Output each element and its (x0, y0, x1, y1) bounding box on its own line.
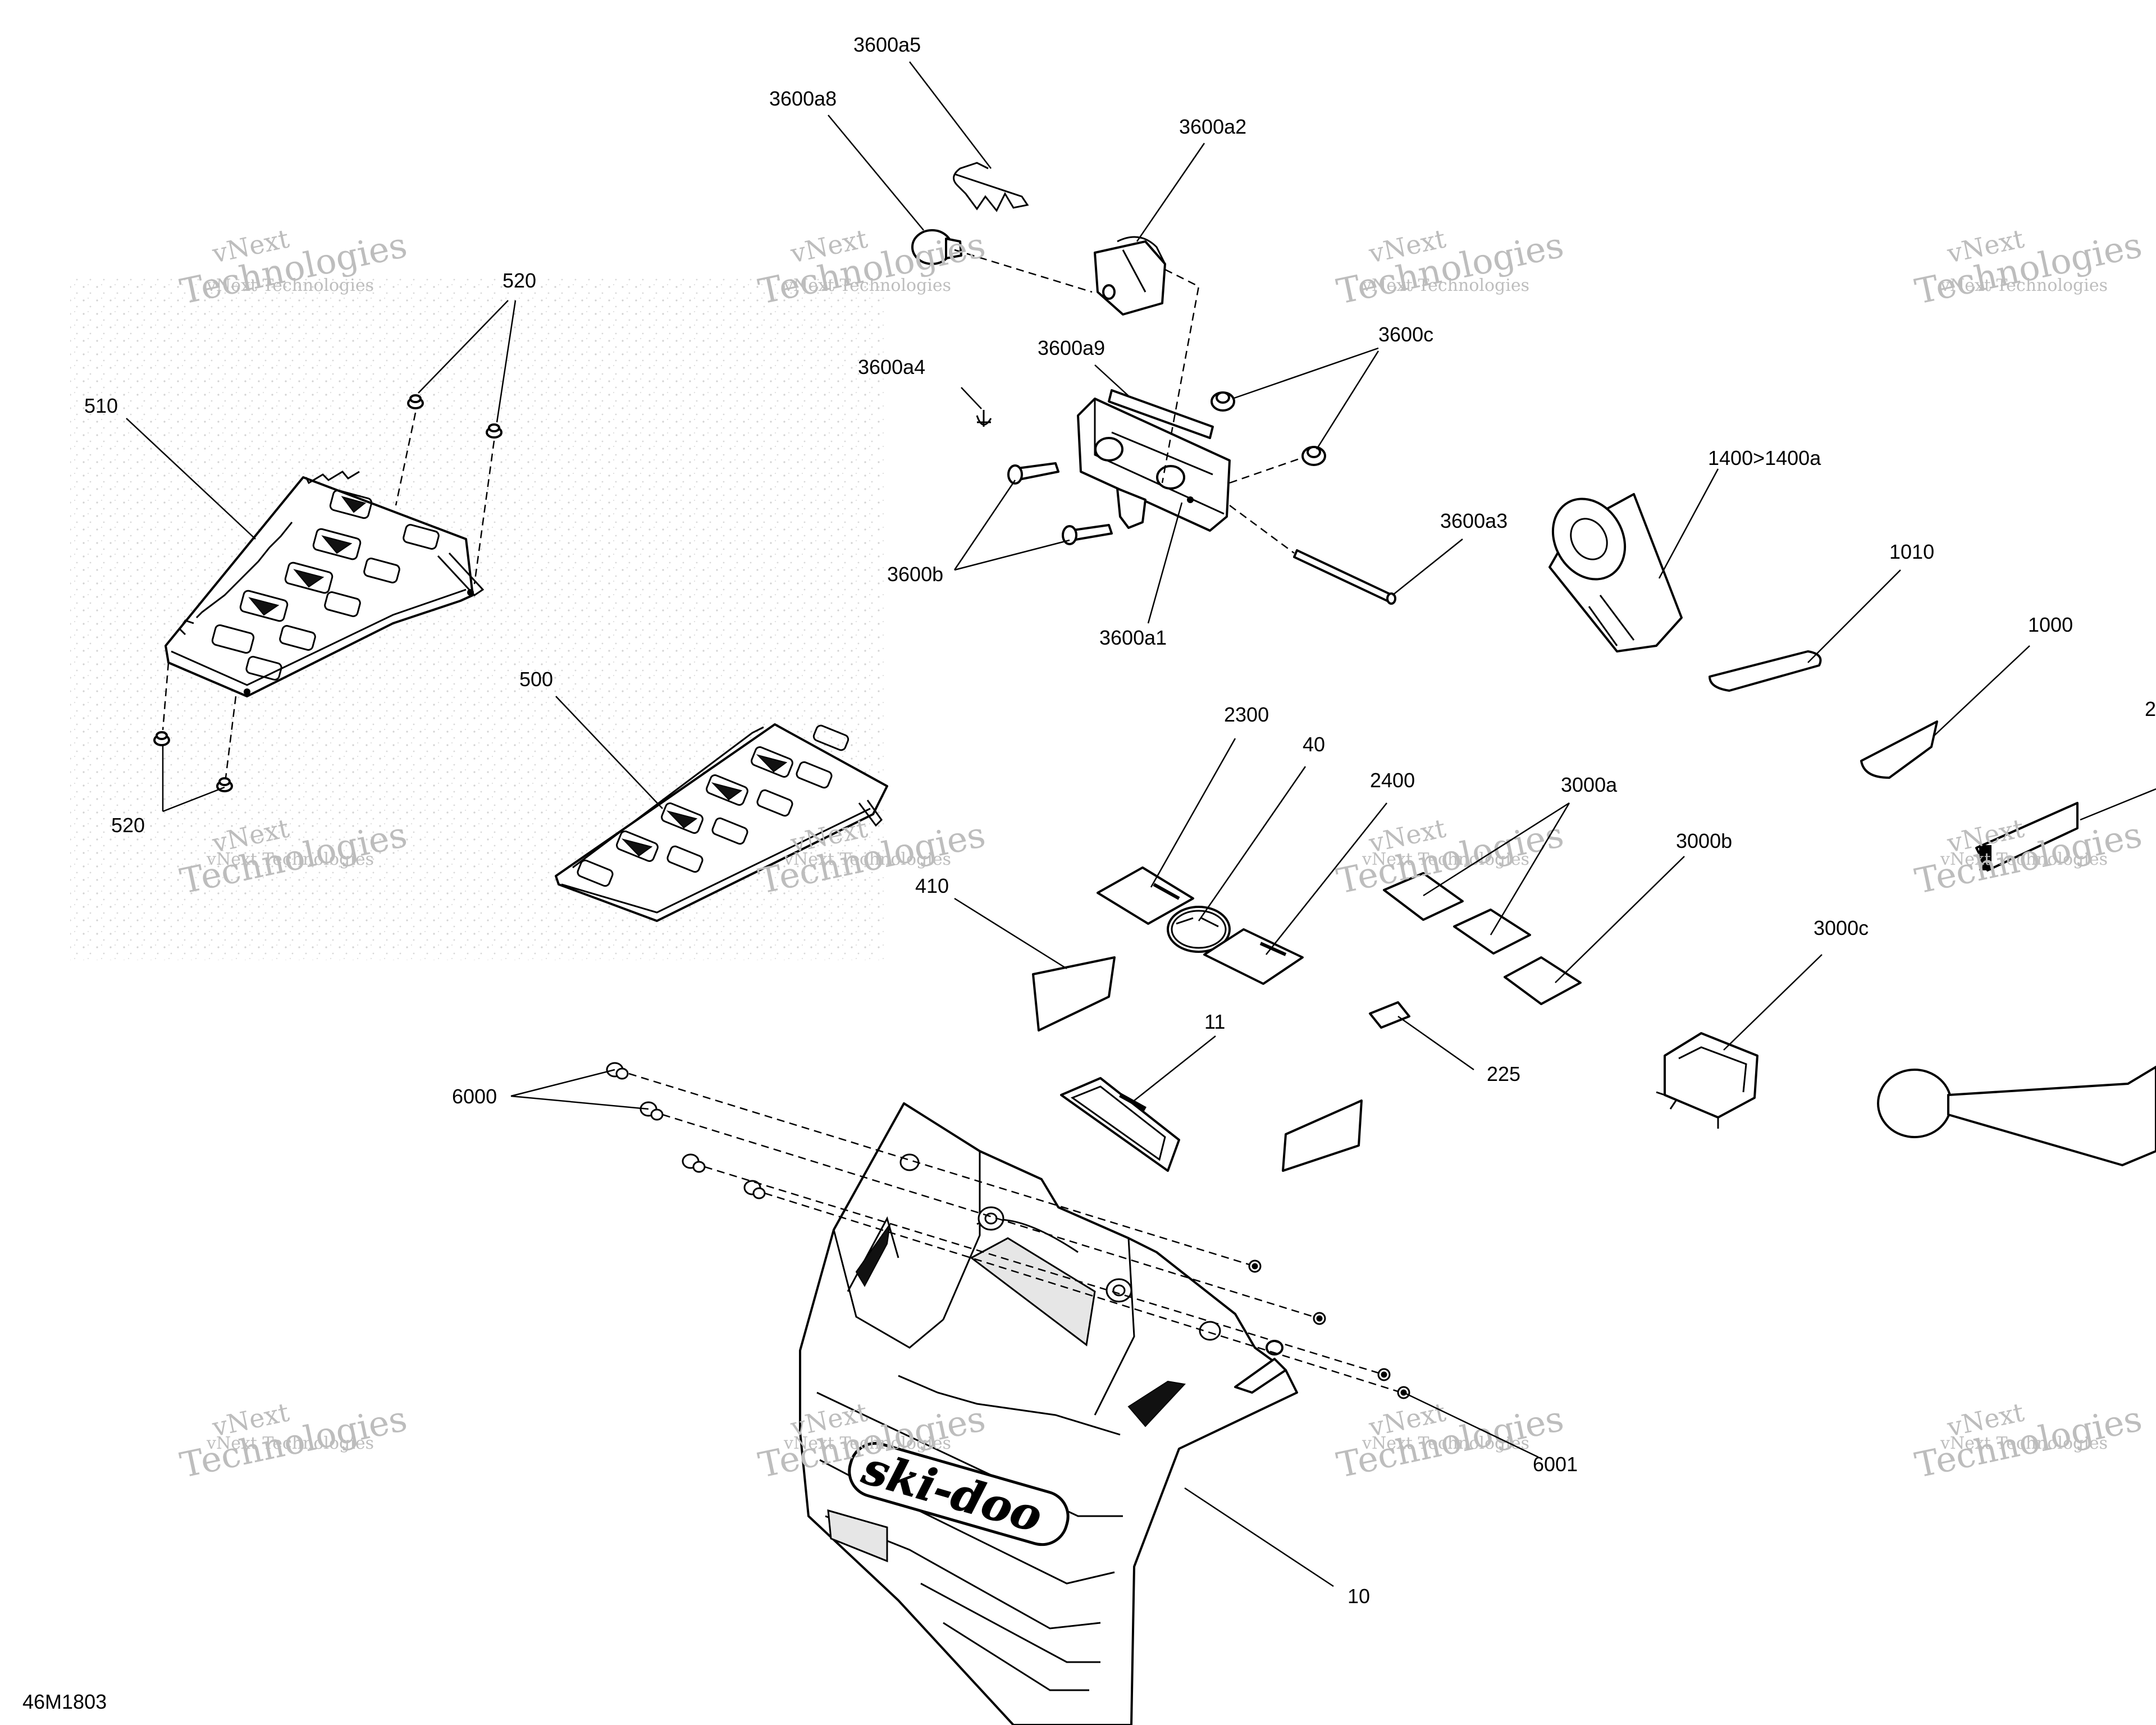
bushing-3600c (1211, 391, 1326, 466)
hinge-3600a2 (1094, 236, 1166, 316)
callout-1000: 1000 (2028, 613, 2073, 636)
rivet-3600a4 (976, 410, 992, 427)
decal-small-right (1282, 1099, 1363, 1172)
callout-2300: 2300 (1224, 703, 1269, 726)
callout-1400: 1400>1400a (1708, 446, 1821, 469)
callout-410: 410 (915, 874, 949, 897)
callout-500: 500 (519, 668, 553, 691)
pin-3600a8 (911, 229, 962, 265)
fastener-6000-set (606, 1062, 766, 1199)
callout-2-cut: 2 (2145, 697, 2156, 720)
svg-text:vNext Technologies: vNext Technologies (783, 1434, 951, 1453)
leader-lines (126, 61, 2156, 1587)
callout-510: 510 (84, 394, 118, 417)
callout-225: 225 (1487, 1062, 1520, 1085)
callout-1010: 1010 (1889, 540, 1934, 563)
decal-1000 (1860, 720, 1938, 779)
fairing-10: ski-doo (799, 1102, 1298, 1725)
decal-410 (1032, 956, 1116, 1032)
callout-3600a4: 3600a4 (858, 355, 925, 378)
callout-3600a3: 3600a3 (1440, 509, 1508, 532)
callout-3600a1: 3600a1 (1099, 626, 1167, 649)
svg-text:vNext Technologies: vNext Technologies (1362, 850, 1529, 869)
svg-text:vNext Technologies: vNext Technologies (206, 850, 374, 869)
roll-1400 (1549, 493, 1683, 652)
callout-3000b: 3000b (1676, 829, 1732, 852)
nut-520-set (153, 394, 503, 792)
decal-2300 (1097, 866, 1194, 925)
svg-text:Technologies: Technologies (1911, 224, 2145, 312)
callout-40: 40 (1303, 733, 1325, 756)
decal-11 (1060, 1077, 1180, 1172)
rivet-3600b (1007, 462, 1113, 545)
footrest-500 (555, 723, 888, 922)
pin-3600a3 (1293, 549, 1396, 605)
callout-3000c: 3000c (1814, 916, 1869, 939)
strip-3600a9 (1108, 389, 1214, 439)
decal-1010 (1709, 650, 1822, 692)
svg-text:vNext Technologies: vNext Technologies (1940, 276, 2108, 295)
callout-3000a: 3000a (1561, 773, 1618, 796)
bracket-3600a1 (1077, 398, 1231, 532)
svg-text:vNext Technologies: vNext Technologies (783, 850, 951, 869)
svg-text:vNext Technologies: vNext Technologies (1362, 1434, 1529, 1453)
svg-text:vNext Technologies: vNext Technologies (1362, 276, 1529, 295)
callout-3600c: 3600c (1378, 323, 1433, 346)
callout-2400: 2400 (1370, 769, 1415, 792)
clip-3600a5 (953, 162, 1029, 212)
callout-520-bottom: 520 (111, 814, 145, 837)
callout-11: 11 (1204, 1010, 1225, 1033)
clip-225 (1369, 1001, 1410, 1029)
svg-text:vNext Technologies: vNext Technologies (1940, 850, 2108, 869)
decal-40 (1167, 906, 1231, 953)
decal-2400 (1203, 928, 1304, 985)
callout-labels: 3600a5 3600a8 3600a2 520 510 3600a4 3600… (84, 33, 2156, 1608)
drawing-code: 46M1803 (22, 1690, 107, 1713)
svg-text:vNext Technologies: vNext Technologies (206, 276, 374, 295)
mirror-partial (1877, 1066, 2156, 1166)
callout-10: 10 (1347, 1585, 1370, 1608)
callout-3600a9: 3600a9 (1038, 336, 1105, 359)
callout-3600a5: 3600a5 (853, 33, 921, 56)
callout-3600a8: 3600a8 (769, 87, 837, 110)
svg-text:vNext Technologies: vNext Technologies (783, 276, 951, 295)
svg-text:vNext Technologies: vNext Technologies (1940, 1434, 2108, 1453)
callout-6000: 6000 (452, 1085, 497, 1108)
callout-3600a2: 3600a2 (1179, 115, 1246, 138)
housing-3000c (1656, 1032, 1758, 1129)
footrest-510 (165, 471, 485, 697)
callout-6001: 6001 (1533, 1453, 1578, 1476)
callout-520-top: 520 (503, 269, 536, 292)
svg-text:Technologies: Technologies (1333, 224, 1567, 312)
decal-3000b (1504, 956, 1582, 1005)
decal-2-mark (1979, 845, 1991, 870)
svg-text:vNext Technologies: vNext Technologies (206, 1434, 374, 1453)
callout-3600b: 3600b (887, 563, 943, 586)
